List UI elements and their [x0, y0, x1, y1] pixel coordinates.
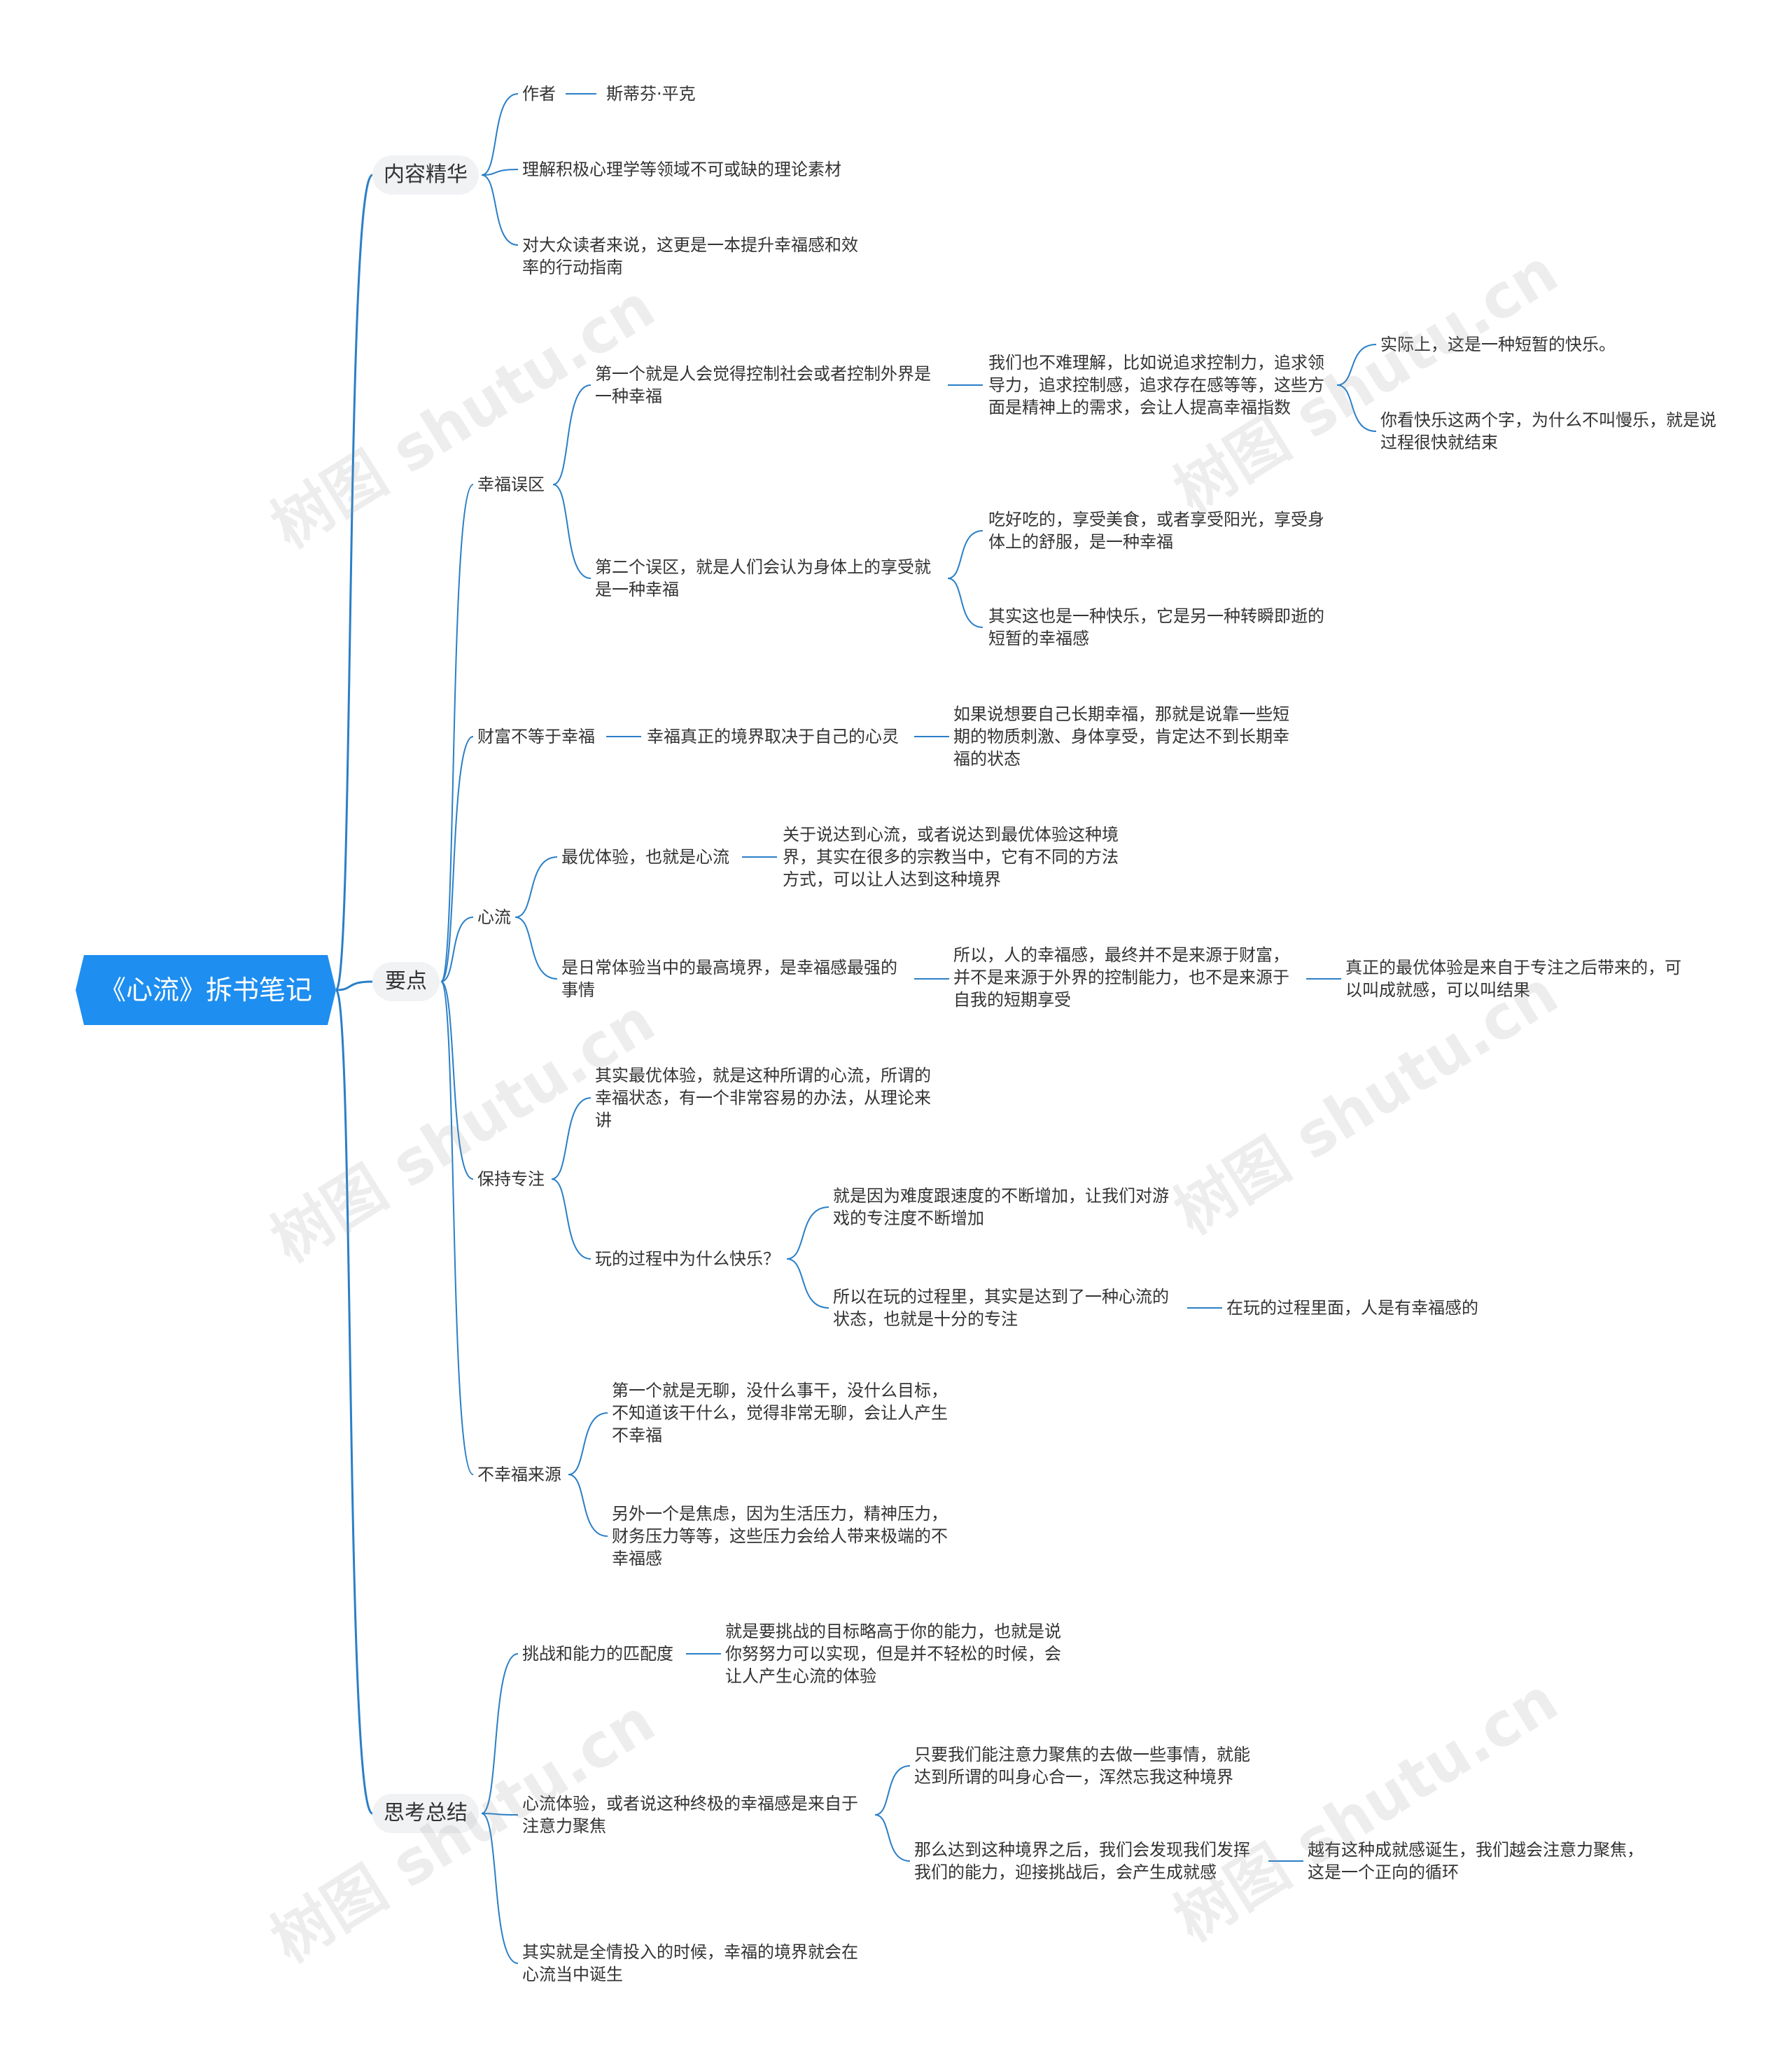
boredom-node[interactable]: 第一个就是无聊，没什么事干，没什么目标，不知道该干什么，觉得非常无聊，会让人产生…: [612, 1381, 948, 1445]
long-term-happiness-node[interactable]: 如果说想要自己长期幸福，那就是说靠一些短期的物质刺激、身体享受，肯定达不到长期幸…: [953, 704, 1289, 769]
connector-line: [440, 484, 474, 982]
connector-line: [552, 384, 592, 485]
true-realm-node[interactable]: 幸福真正的境界取决于自己的心灵: [647, 727, 899, 746]
branch-summary[interactable]: 思考总结: [372, 1794, 479, 1833]
connector-line: [481, 1813, 519, 1964]
optimal-experience-node[interactable]: 最优体验，也就是心流: [561, 847, 729, 867]
positive-cycle-node[interactable]: 越有这种成就感诞生，我们越会注意力聚焦，这是一个正向的循环: [1308, 1840, 1644, 1882]
connector-line: [551, 1097, 592, 1180]
root-node[interactable]: 《心流》拆书笔记: [76, 955, 336, 1025]
connector-line: [440, 981, 474, 1475]
myth-two-node[interactable]: 第二个误区，就是人们会认为身体上的享受就是一种幸福: [595, 557, 931, 599]
myth-one-detail-node[interactable]: 我们也不难理解，比如说追求控制力，追求领导力，追求控制感，追求存在感等等，这些方…: [988, 353, 1324, 417]
attention-focus-node[interactable]: 心流体验，或者说这种终极的幸福感是来自于注意力聚焦: [522, 1794, 858, 1836]
connector-line: [481, 174, 519, 246]
author-name[interactable]: 斯蒂芬·平克: [606, 84, 696, 104]
keep-focus-node[interactable]: 保持专注: [477, 1169, 545, 1189]
connector-line: [1336, 384, 1377, 432]
religion-methods-node[interactable]: 关于说达到心流，或者说达到最优体验这种境界，其实在很多的宗教当中，它有不同的方法…: [783, 825, 1119, 889]
connector-line: [568, 1474, 608, 1537]
connector-line: [947, 578, 983, 628]
short-joy-node[interactable]: 实际上，这是一种短暂的快乐。: [1380, 335, 1616, 354]
connector-line: [568, 1412, 608, 1475]
challenge-match-node[interactable]: 挑战和能力的匹配度: [522, 1644, 673, 1664]
connector-line: [440, 736, 474, 982]
fleeting-joy-node[interactable]: 其实这也是一种快乐，它是另一种转瞬即逝的短暂的幸福感: [988, 606, 1324, 648]
connector-line: [786, 1258, 830, 1309]
branch-essence[interactable]: 内容精华: [372, 155, 479, 195]
difficulty-speed-node[interactable]: 就是因为难度跟速度的不断增加，让我们对游戏的专注度不断增加: [833, 1186, 1169, 1228]
myth-one-node[interactable]: 第一个就是人会觉得控制社会或者控制外界是一种幸福: [595, 364, 931, 406]
root-node-shape: [76, 955, 336, 1025]
easy-method-node[interactable]: 其实最优体验，就是这种所谓的心流，所谓的幸福状态，有一个非常容易的办法，从理论来…: [595, 1066, 931, 1130]
connector-line: [552, 484, 592, 579]
connector-line: [481, 93, 519, 176]
mind-body-unity-node[interactable]: 只要我们能注意力聚焦的去做一些事情，就能达到所谓的叫身心合一，浑然忘我这种境界: [914, 1745, 1250, 1787]
connector-line: [786, 1206, 830, 1260]
connector-line: [481, 1813, 519, 1816]
play-flow-state-node[interactable]: 所以在玩的过程里，其实是达到了一种心流的状态，也就是十分的专注: [833, 1287, 1169, 1329]
connector-line: [1336, 344, 1377, 386]
connector-line: [481, 1653, 519, 1814]
unhappiness-source-node[interactable]: 不幸福来源: [477, 1465, 561, 1484]
full-engagement-node[interactable]: 其实就是全情投入的时候，幸福的境界就会在心流当中诞生: [522, 1942, 858, 1984]
wealth-node[interactable]: 财富不等于幸福: [477, 727, 595, 746]
connector-line: [551, 1178, 592, 1260]
connector-line: [335, 174, 374, 991]
flow-node[interactable]: 心流: [477, 907, 511, 927]
connector-line: [335, 980, 373, 991]
happiness-myths-node[interactable]: 幸福误区: [477, 475, 545, 494]
connector-line: [514, 856, 558, 918]
challenge-detail-node[interactable]: 就是要挑战的目标略高于你的能力，也就是说你努努力可以实现，但是并不轻松的时候，会…: [725, 1622, 1061, 1686]
author-label[interactable]: 作者: [522, 84, 556, 104]
achievement-node[interactable]: 真正的最优体验是来自于专注之后带来的，可以叫成就感，可以叫结果: [1345, 958, 1681, 1000]
connector-line: [440, 981, 474, 1180]
connector-line: [440, 917, 474, 982]
happy-in-play-node[interactable]: 在玩的过程里面，人是有幸福感的: [1226, 1298, 1478, 1318]
ability-exertion-node[interactable]: 那么达到这种境界之后，我们会发现我们发挥我们的能力，迎接挑战后，会产生成就感: [914, 1840, 1250, 1882]
connector-line: [874, 1765, 911, 1816]
kuaile-node[interactable]: 你看快乐这两个字，为什么不叫慢乐，就是说过程很快就结束: [1380, 410, 1716, 452]
highest-realm-node[interactable]: 是日常体验当中的最高境界，是幸福感最强的事情: [561, 958, 897, 1000]
body-enjoyment-node[interactable]: 吃好吃的，享受美食，或者享受阳光，享受身体上的舒服，是一种幸福: [988, 510, 1324, 552]
root-title: 《心流》拆书笔记: [99, 975, 312, 1005]
happiness-source-node[interactable]: 所以，人的幸福感，最终并不是来源于财富，并不是来源于外界的控制能力，也不是来源于…: [953, 945, 1289, 1010]
connector-line: [947, 530, 983, 579]
theory-material-node[interactable]: 理解积极心理学等领域不可或缺的理论素材: [522, 160, 841, 179]
action-guide-node[interactable]: 对大众读者来说，这更是一本提升幸福感和效率的行动指南: [522, 235, 858, 277]
anxiety-node[interactable]: 另外一个是焦虑，因为生活压力，精神压力，财务压力等等，这些压力会给人带来极端的不…: [612, 1504, 948, 1568]
connector-line: [481, 169, 519, 176]
connector-line: [514, 917, 558, 980]
why-play-happy-node[interactable]: 玩的过程中为什么快乐？: [595, 1249, 780, 1269]
branch-key-points[interactable]: 要点: [372, 962, 440, 1001]
connector-line: [335, 989, 374, 1815]
connector-line: [874, 1814, 911, 1862]
